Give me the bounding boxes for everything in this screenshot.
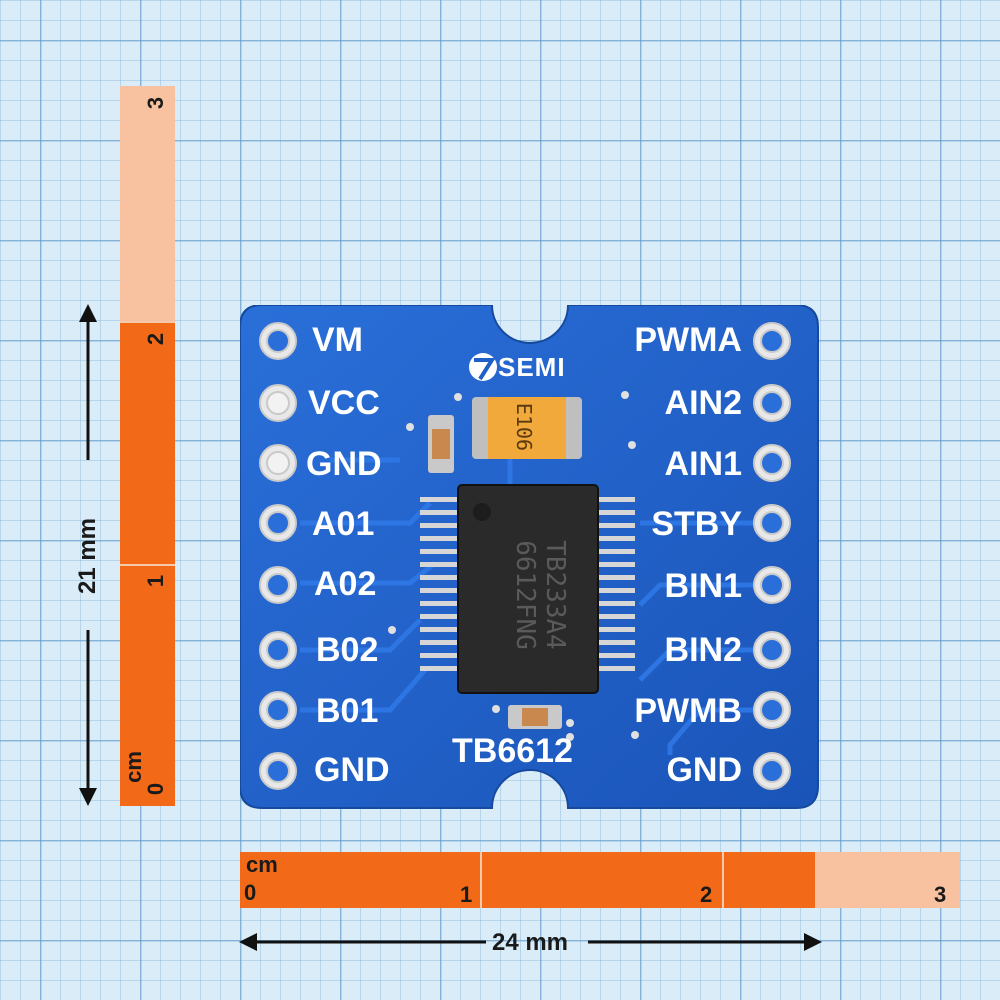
hruler-tick-1: 1 — [460, 882, 473, 907]
height-dimension-arrow — [79, 304, 97, 806]
pin-label-ain2: AIN2 — [664, 384, 742, 422]
height-label: 21 mm — [74, 517, 101, 595]
pin-label-b01: B01 — [316, 692, 379, 730]
vruler-tick-0: 0 — [143, 782, 169, 796]
chip-marking-line2: 6612FNG — [510, 540, 540, 650]
vruler-tick-3: 3 — [143, 96, 169, 110]
pin-label-b02: B02 — [316, 631, 379, 669]
pin-label-vcc: VCC — [308, 384, 380, 422]
semi-logo-icon — [469, 353, 497, 381]
width-label: 24 mm — [491, 929, 569, 956]
pin-label-stby: STBY — [651, 505, 742, 543]
pin-label-pwmb: PWMB — [634, 692, 742, 730]
brand-label: SEMI — [498, 352, 566, 382]
hruler-tick-3: 3 — [934, 882, 947, 907]
board-title: TB6612 — [452, 732, 573, 770]
pin-label-ain1: AIN1 — [664, 445, 742, 483]
hruler-tick-0: 0 — [244, 880, 257, 905]
pcb-board — [240, 305, 819, 809]
vruler-tick-1: 1 — [143, 574, 169, 588]
hruler-tick-2: 2 — [700, 882, 713, 907]
pin-label-gnd-left-2: GND — [314, 751, 390, 789]
vertical-ruler: 3 2 1 0 cm — [120, 86, 175, 806]
pin-label-a02: A02 — [314, 565, 377, 603]
vruler-unit: cm — [120, 751, 146, 783]
vruler-tick-2: 2 — [143, 332, 169, 346]
chip-marking-line1: TB233A4 — [540, 540, 570, 650]
pin-label-bin1: BIN1 — [664, 567, 742, 605]
pin-label-a01: A01 — [312, 505, 375, 543]
pin-label-gnd-left-1: GND — [306, 445, 382, 483]
pin-label-vm: VM — [312, 321, 363, 359]
pin-label-gnd-right: GND — [666, 751, 742, 789]
horizontal-ruler: cm 0 1 2 3 — [240, 852, 960, 908]
hruler-unit: cm — [246, 852, 278, 877]
width-dimension-arrow — [239, 933, 822, 951]
capacitor-marking: E106 — [512, 402, 536, 452]
pin-label-pwma: PWMA — [634, 321, 742, 359]
pin-label-bin2: BIN2 — [664, 631, 742, 669]
